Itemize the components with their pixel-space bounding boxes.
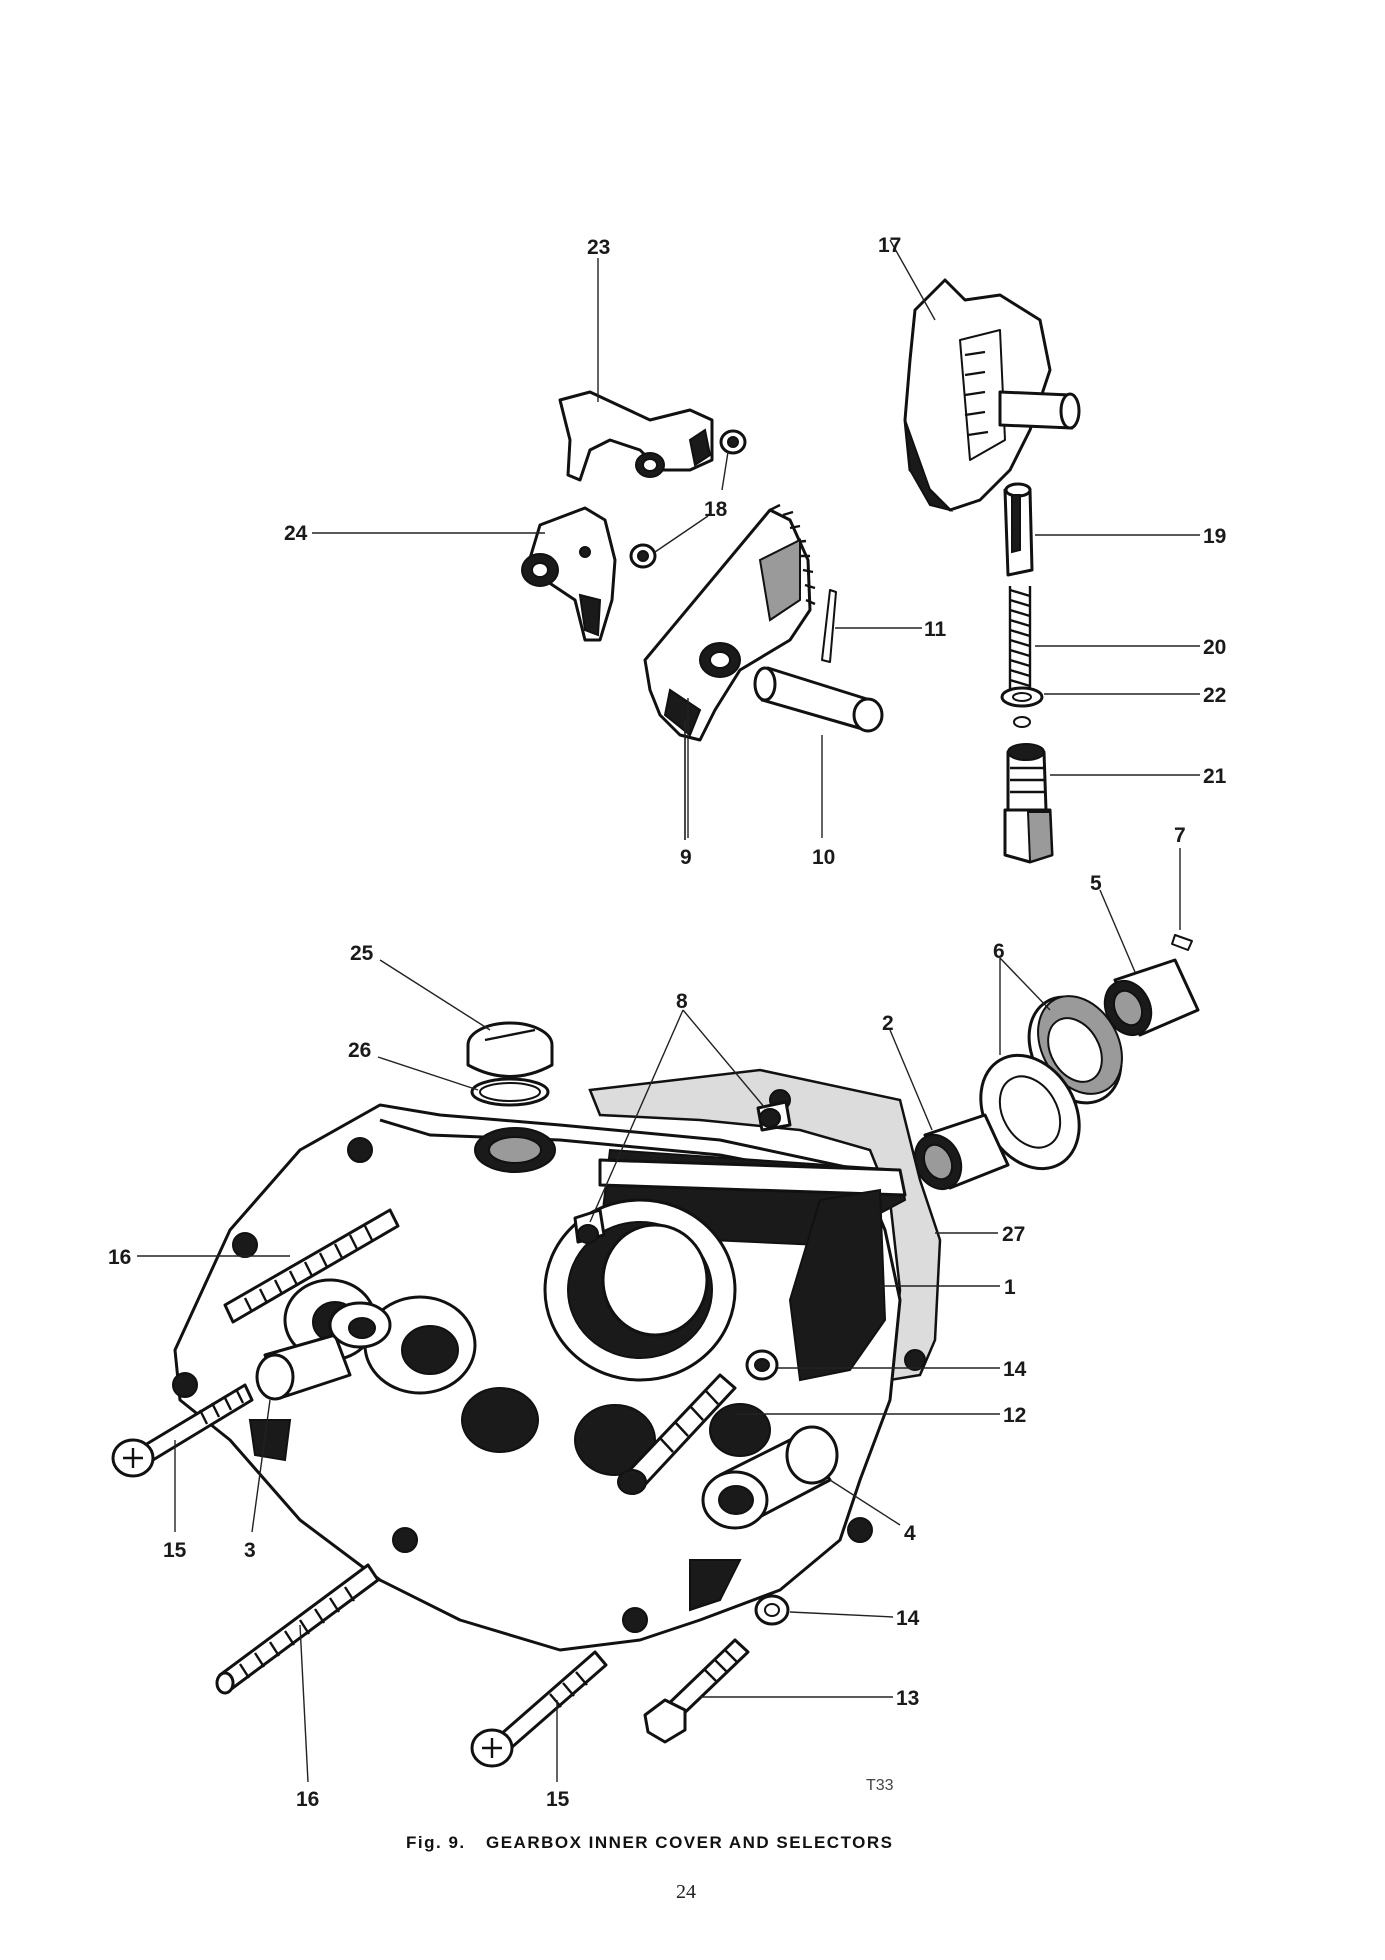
leader-lines (137, 239, 1200, 1783)
selector-fork-24 (521, 506, 617, 642)
thrust-washer-6-b (979, 1053, 1081, 1171)
washer-22 (1000, 686, 1044, 728)
callout-14-lower: 14 (896, 1607, 920, 1630)
callout-16-lower: 16 (296, 1788, 319, 1811)
filler-plug-25 (466, 1021, 554, 1078)
figure-number: Fig. 9. (406, 1833, 466, 1852)
callout-14-upper: 14 (1003, 1358, 1027, 1381)
callout-26: 26 (348, 1039, 371, 1062)
bolt-13 (643, 1638, 750, 1744)
callout-9: 9 (680, 846, 692, 869)
screw-12 (617, 1373, 737, 1495)
callout-5: 5 (1090, 872, 1102, 895)
dowel-pin-7 (1171, 934, 1193, 951)
washer-14-upper (745, 1349, 779, 1381)
screw-15-lower (470, 1650, 608, 1768)
callout-11: 11 (924, 618, 947, 641)
figure-title: GEARBOX INNER COVER AND SELECTORS (486, 1833, 894, 1852)
bush-4 (701, 1425, 839, 1530)
bush-3 (255, 1301, 392, 1401)
callout-22: 22 (1203, 684, 1226, 707)
bearing-bush-2 (913, 1113, 1010, 1191)
callout-7: 7 (1174, 824, 1186, 847)
callout-13: 13 (896, 1687, 919, 1710)
sealing-washer-26 (470, 1077, 550, 1107)
camplate-9 (643, 503, 816, 742)
callout-4: 4 (904, 1522, 916, 1545)
callout-20: 20 (1203, 636, 1226, 659)
dowel-8-left (573, 1208, 606, 1244)
drawing-code: T33 (866, 1777, 894, 1794)
selector-fork-23 (558, 390, 714, 482)
callout-15-lower: 15 (546, 1788, 570, 1811)
callout-12: 12 (1003, 1404, 1026, 1427)
stud-16-upper (223, 1208, 400, 1324)
page-number: 24 (676, 1881, 696, 1903)
figure-caption: Fig. 9. GEARBOX INNER COVER AND SELECTOR… (406, 1833, 894, 1852)
callout-6: 6 (993, 940, 1005, 963)
callout-17: 17 (878, 234, 901, 257)
dowel-8-right (756, 1100, 792, 1132)
screw-15-left (111, 1383, 254, 1478)
callout-3: 3 (244, 1539, 256, 1562)
plunger-19 (1003, 482, 1034, 577)
callout-24: 24 (284, 522, 308, 545)
callout-2: 2 (882, 1012, 894, 1035)
callout-18: 18 (704, 498, 728, 521)
plunger-housing-21 (1003, 743, 1054, 864)
callout-25: 25 (350, 942, 374, 965)
callout-labels: 23 17 18 24 11 19 20 22 21 9 10 7 5 6 25… (108, 234, 1227, 1811)
washer-14-lower (754, 1594, 790, 1626)
nut-18-lower (629, 543, 657, 569)
stud-16-lower (215, 1563, 380, 1695)
callout-8: 8 (676, 990, 688, 1013)
callout-15-left: 15 (163, 1539, 187, 1562)
callout-23: 23 (587, 236, 610, 259)
camplate-quadrant-17 (903, 278, 1081, 512)
spring-20 (1008, 586, 1032, 700)
callout-27: 27 (1002, 1223, 1025, 1246)
callout-16-upper: 16 (108, 1246, 131, 1269)
callout-1: 1 (1004, 1276, 1016, 1299)
spindle-10 (753, 666, 884, 733)
split-pin-11 (821, 589, 837, 663)
callout-10: 10 (812, 846, 835, 869)
nut-18-upper (719, 429, 747, 455)
callout-21: 21 (1203, 765, 1227, 788)
callout-19: 19 (1203, 525, 1226, 548)
